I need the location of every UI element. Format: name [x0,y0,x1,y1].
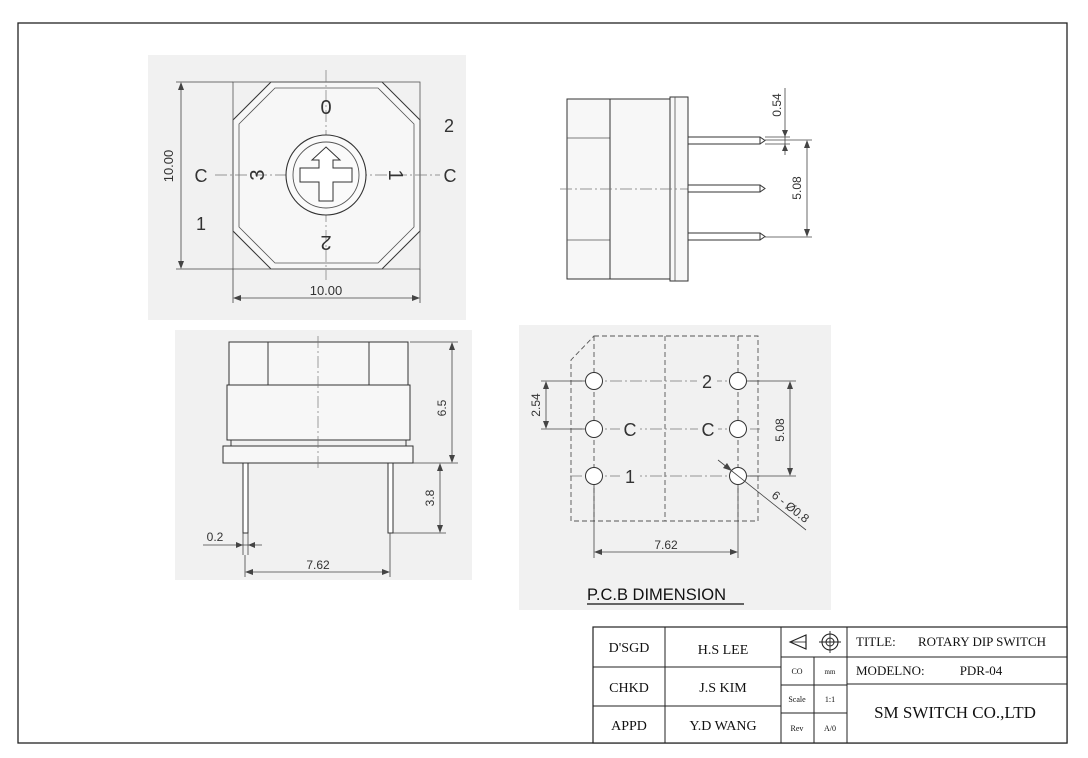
third-angle-projection-icon [788,634,807,650]
dim-arrow-icon [178,261,184,269]
side-pin-tip [759,136,766,145]
dim-arrow-icon [412,295,420,301]
crosshair-circle-icon [819,631,841,653]
front-housing [226,384,411,441]
tb-designed-by: H.S LEE [698,643,749,658]
side-view: 0.54 5.08 [560,88,812,282]
hole-callout-leader [717,459,807,531]
dim-arrow-icon [782,144,788,151]
tb-scale: 1:1 [825,695,835,704]
dim-arrow-icon [233,295,241,301]
dial-digit-0: 0 [320,97,331,119]
title-block: D'SGD H.S LEE CHKD J.S KIM APPD Y.D WANG… [592,626,1068,744]
dim-arrow-icon [178,82,184,90]
dim-height-label: 10.00 [161,150,176,183]
tb-units: mm [825,668,836,676]
dim-arrow-icon [594,549,602,555]
pcb-dimension-title: P.C.B DIMENSION [587,586,726,604]
dim-arrow-icon [437,463,443,471]
dial-digit-1: 1 [384,169,406,180]
front-cap [228,341,409,386]
dim-pin-width-label: 0.2 [207,530,224,544]
pcb-pin-label-1: 1 [625,467,635,487]
pcb-hole [585,372,603,390]
pcb-hole [729,420,747,438]
dial-digit-3: 3 [247,169,269,180]
rotary-dial-inner-ring [292,141,360,209]
side-pin-top [687,136,761,145]
dim-arrow-icon [449,455,455,463]
dim-arrow-icon [730,549,738,555]
dim-arrow-icon [804,140,810,148]
side-pin-middle [687,184,761,193]
tb-scale-label: Scale [788,695,806,704]
tb-model: PDR-04 [960,663,1003,678]
front-view: 6.5 3.8 0.2 7.62 [175,330,472,580]
tb-company: SM SWITCH CO.,LTD [874,703,1036,722]
pcb-label-bg [697,369,717,391]
tb-units-code: CO [791,667,802,676]
dim-pin-length-label: 3.8 [423,489,437,506]
dim-arrow-icon [236,542,243,548]
dim-arrow-icon [449,342,455,350]
dim-arrow-icon [437,525,443,533]
tb-checked-by: J.S KIM [699,681,747,696]
dim-arrow-icon [543,421,549,429]
pcb-view: 2 C C 1 2.54 5.08 7.62 6 - Ø0.8 P.C.B DI… [519,325,831,610]
pcb-label-bg [620,465,640,487]
tb-title: ROTARY DIP SWITCH [918,634,1046,649]
pcb-hole [585,420,603,438]
pcb-hole [585,467,603,485]
top-view: 0 1 2 3 C 1 2 C 10.00 10.00 [148,55,466,320]
dim-width-label: 10.00 [310,283,343,298]
tb-approved-label: APPD [611,719,647,734]
side-pin-bottom [687,232,761,241]
dim-pin-pitch-label: 5.08 [790,176,804,200]
dim-outer-rows-label: 5.08 [773,418,787,442]
dim-arrow-icon [787,381,793,389]
dim-arrow-icon [782,130,788,137]
dim-arrow-icon [245,569,253,575]
terminal-label-2: 2 [444,116,454,136]
dim-arrow-icon [382,569,390,575]
pcb-outline-dashed [570,335,759,522]
dim-arrow-icon [804,229,810,237]
dial-digit-2: 2 [320,231,331,253]
tb-approved-by: Y.D WANG [689,719,756,734]
switch-body-inner-outline [238,87,415,264]
dim-arrow-icon [723,463,732,471]
dim-pin-offset-label: 0.54 [770,93,784,117]
cross-slot-arrow-icon [299,146,353,202]
dim-arrow-icon [248,542,255,548]
pcb-hole [729,372,747,390]
tb-title-label: TITLE: [856,634,896,649]
front-pin-right [387,462,394,534]
tb-rev: A/0 [824,724,836,733]
terminal-label-c-left: C [195,166,208,186]
pcb-view-background [519,325,831,610]
tb-checked-label: CHKD [609,681,649,696]
tb-designed-label: D'SGD [609,641,650,656]
terminal-label-1: 1 [196,214,206,234]
dim-row-pitch-label: 2.54 [529,393,543,417]
tb-rev-label: Rev [791,724,804,733]
dim-col-span-label: 7.62 [654,538,678,552]
front-pin-left [242,462,249,534]
dim-pin-span-label: 7.62 [306,558,330,572]
side-pin-tip [759,232,766,241]
terminal-label-c-right: C [444,166,457,186]
pcb-pin-label-2: 2 [702,372,712,392]
tb-model-label: MODELNO: [856,663,925,678]
switch-footprint [232,81,421,270]
pcb-pin-label-c-left: C [624,420,637,440]
dim-arrow-icon [787,468,793,476]
dim-body-height-label: 6.5 [435,399,449,416]
dim-arrow-icon [543,381,549,389]
pcb-pin-label-c-right: C [702,420,715,440]
pcb-label-bg [698,418,718,440]
side-pin-tip [759,184,766,193]
pcb-label-bg [620,418,640,440]
